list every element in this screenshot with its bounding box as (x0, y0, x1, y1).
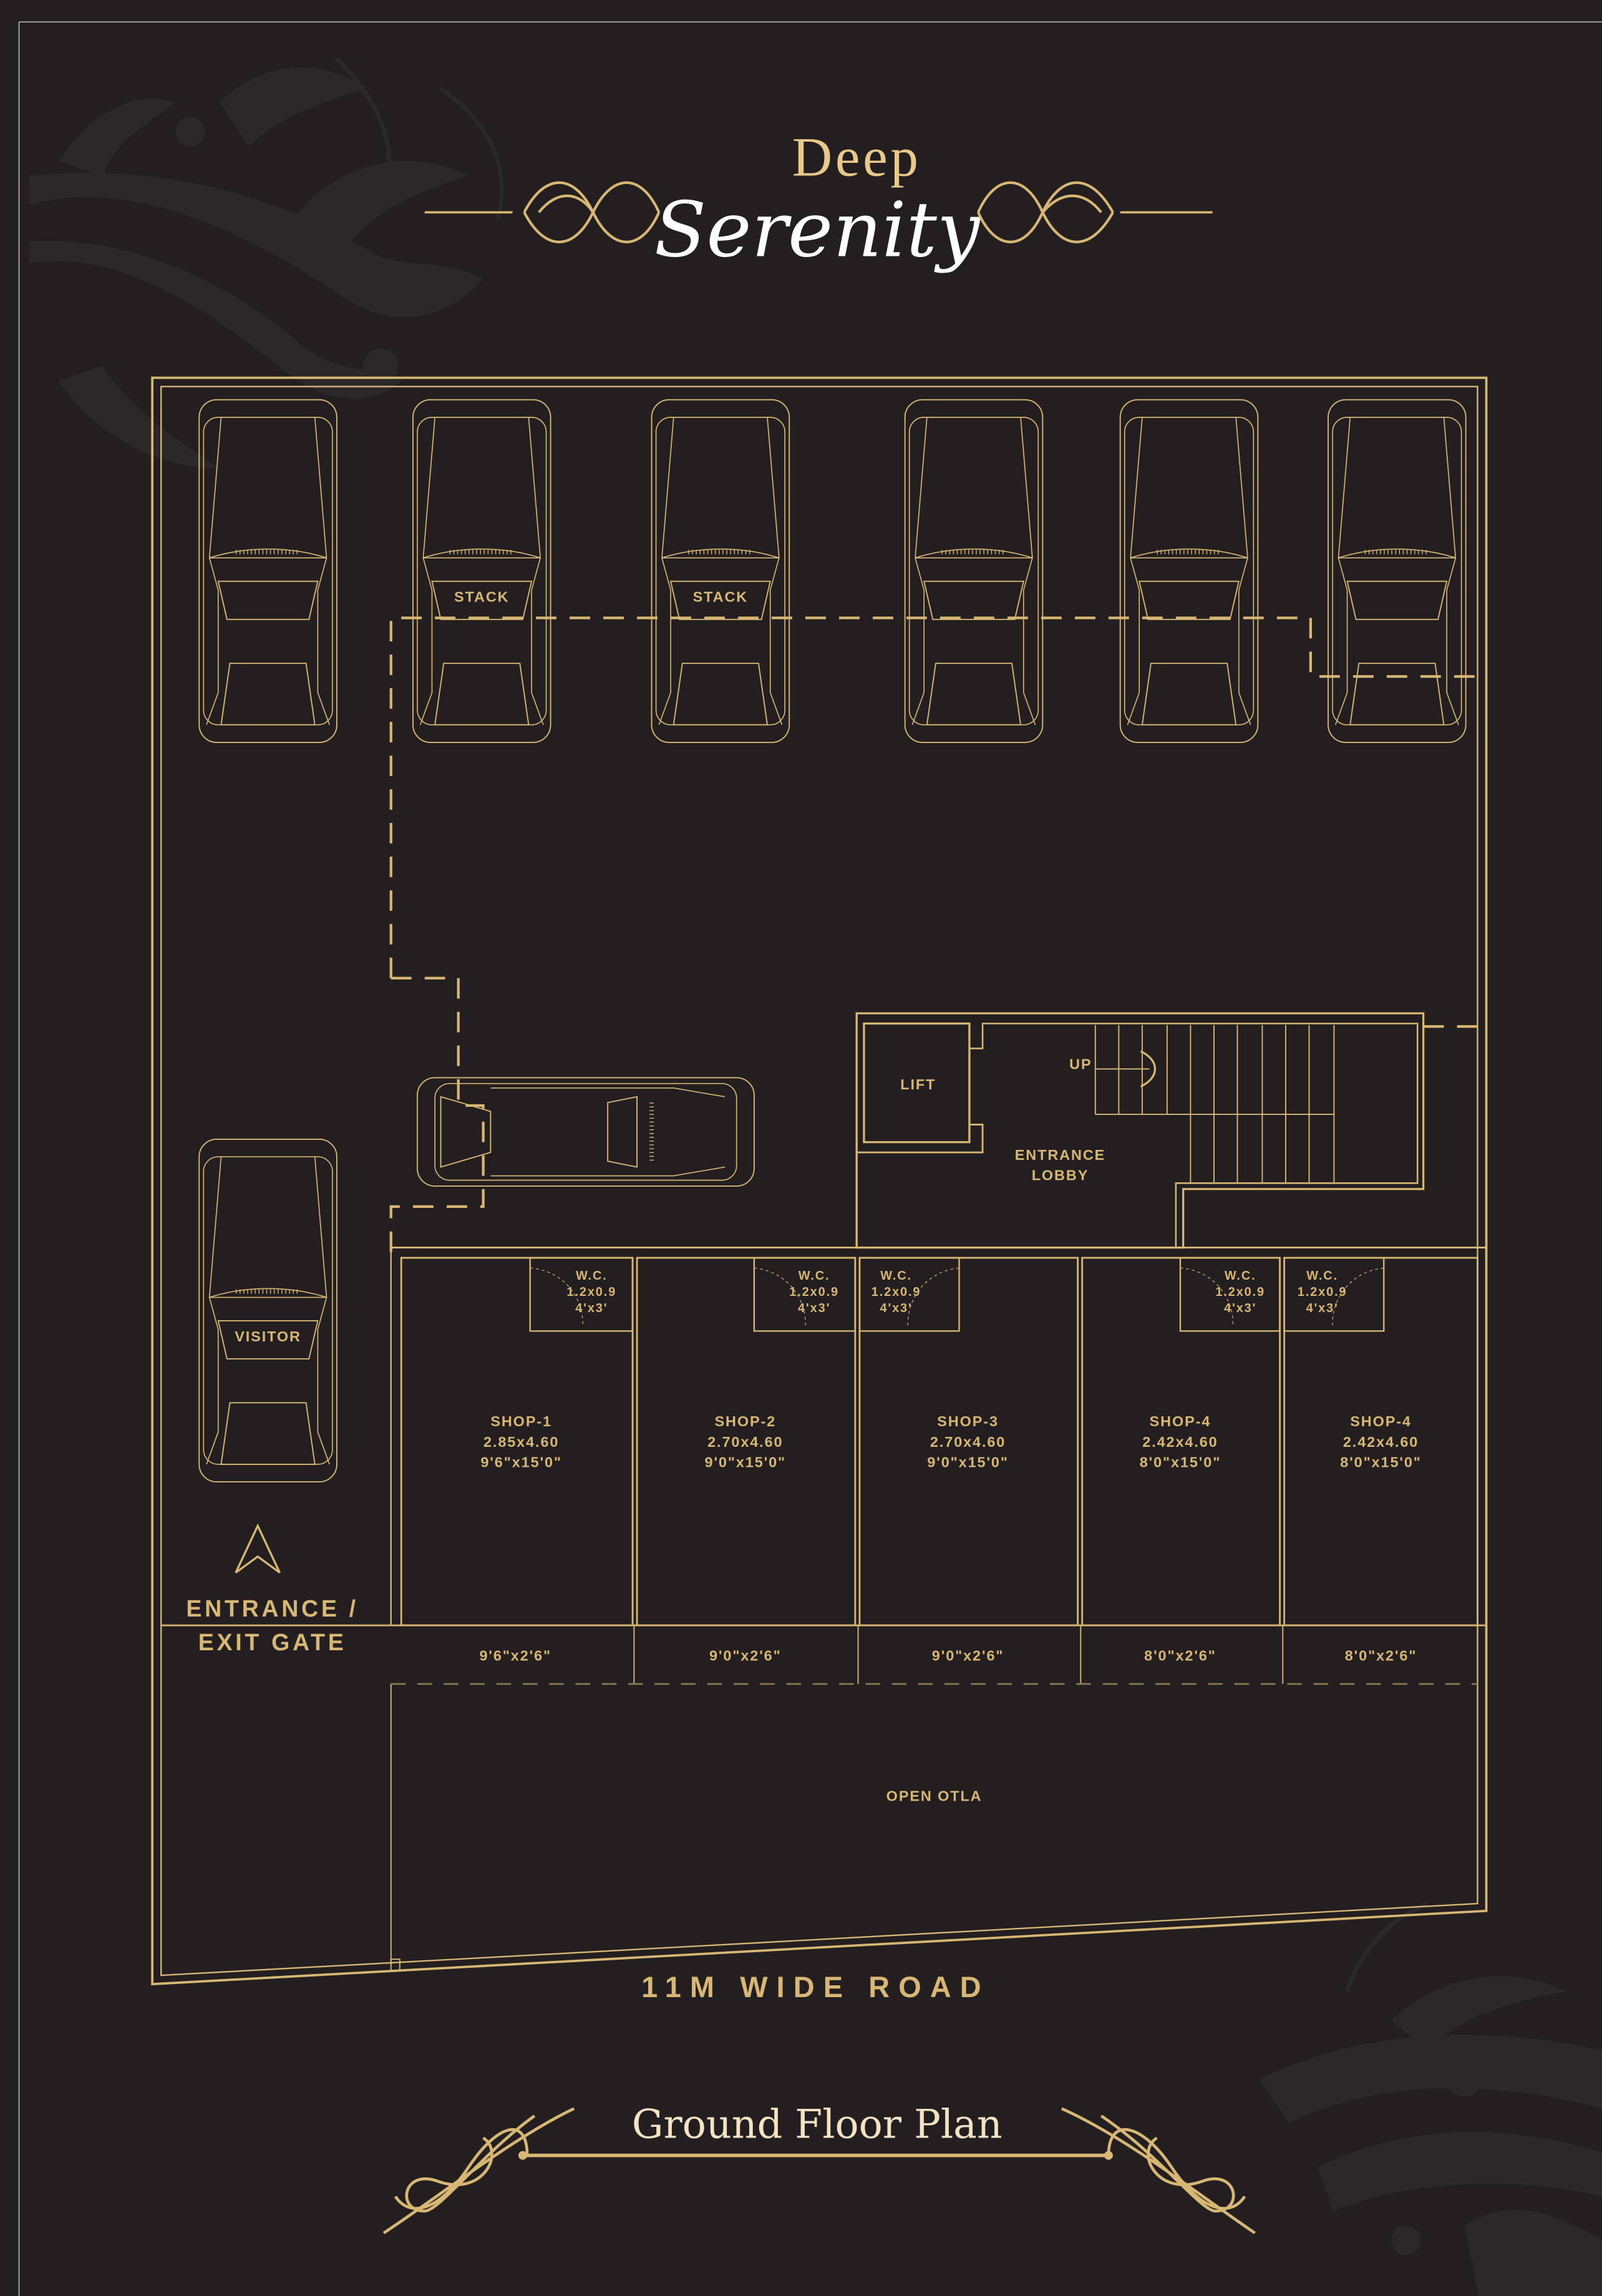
brand-title-deep: Deep (792, 127, 921, 188)
brand-header: Deep Serenity (424, 127, 1213, 275)
shop-2[interactable] (636, 1257, 857, 1627)
car-icon (1120, 400, 1258, 742)
wc-label: W.C. (1225, 1269, 1256, 1283)
car-icon (417, 1077, 754, 1186)
road-label: 11M WIDE ROAD (641, 1971, 990, 2003)
site-boundary (151, 376, 1488, 1986)
shop-metric: 2.70x4.60 (930, 1434, 1006, 1450)
wc-label: W.C. (1306, 1269, 1338, 1283)
wc-label: W.C. (576, 1269, 608, 1283)
shop-metric: 2.85x4.60 (483, 1434, 559, 1450)
wc-metric: 1.2x0.9 (871, 1285, 921, 1299)
car-icon (1328, 400, 1466, 742)
visitor-label: VISITOR (235, 1328, 301, 1345)
car-icon (905, 400, 1043, 742)
otla-dim: 8'0"x2'6" (1144, 1647, 1216, 1663)
parking-slot-3[interactable]: STACK (652, 400, 790, 742)
shop-metric: 2.42x4.60 (1343, 1434, 1419, 1450)
parking-slot-center[interactable] (417, 1077, 754, 1186)
shop-name: SHOP-2 (714, 1413, 776, 1429)
shop-imperial: 9'0"x15'0" (705, 1454, 787, 1471)
flourish-top-left-icon (29, 57, 504, 469)
ornament-bottom-left-icon (382, 2107, 575, 2235)
car-icon (413, 400, 551, 742)
otla-dim: 9'0"x2'6" (709, 1647, 782, 1663)
parking-label: STACK (693, 589, 748, 605)
parking-label: STACK (454, 589, 509, 605)
stairs-up-label: UP (1069, 1056, 1092, 1072)
otla-dim: 9'6"x2'6" (479, 1647, 551, 1663)
lift-shaft (863, 1022, 971, 1144)
wc-imperial: 4'x3' (798, 1301, 830, 1315)
ornament-right-icon (977, 181, 1114, 243)
wc-imperial: 4'x3' (575, 1301, 608, 1315)
open-otla-label: OPEN OTLA (886, 1788, 983, 1804)
ornament-bottom-right-icon (1061, 2107, 1256, 2235)
shop-labels: SHOP-1 2.85x4.60 9'6"x15'0" SHOP-2 2.70x… (480, 1413, 1422, 1471)
shop-metric: 2.42x4.60 (1142, 1434, 1218, 1450)
wc-metric: 1.2x0.9 (1298, 1285, 1347, 1299)
page-border (18, 21, 1602, 2296)
shop-4b[interactable] (1283, 1257, 1478, 1627)
entrance-exit-gate[interactable]: ENTRANCE / EXIT GATE (186, 1523, 358, 1655)
car-icon (199, 1139, 337, 1482)
brand-title-serenity: Serenity (654, 186, 981, 275)
shop-name: SHOP-3 (937, 1413, 999, 1429)
lobby-label-line2: LOBBY (1032, 1167, 1089, 1184)
wc-metric: 1.2x0.9 (566, 1285, 616, 1299)
staircase (1094, 1024, 1335, 1184)
wc-label: W.C. (880, 1269, 912, 1283)
shop-3[interactable] (858, 1257, 1079, 1627)
parking-slot-2[interactable]: STACK (413, 400, 551, 742)
shop-name: SHOP-4 (1150, 1413, 1211, 1429)
shop-imperial: 9'0"x15'0" (927, 1454, 1009, 1471)
exit-gate-label: EXIT GATE (198, 1629, 347, 1655)
plan-title: Ground Floor Plan (632, 2101, 1002, 2148)
parking-slot-5[interactable] (1120, 400, 1258, 742)
parking-slot-6[interactable] (1328, 400, 1466, 742)
wc-labels: W.C. 1.2x0.9 4'x3' W.C. 1.2x0.9 4'x3' W.… (566, 1269, 1347, 1315)
shop-name: SHOP-4 (1350, 1413, 1412, 1429)
plan-title-block: Ground Floor Plan (382, 2101, 1256, 2235)
car-icon (199, 400, 337, 742)
lift-label: LIFT (900, 1076, 936, 1092)
flourish-bottom-right-icon (1259, 1901, 1602, 2296)
shop-name: SHOP-1 (490, 1413, 552, 1429)
wc-label: W.C. (799, 1269, 830, 1283)
wc-imperial: 4'x3' (1306, 1301, 1339, 1315)
parking-slot-4[interactable] (905, 400, 1043, 742)
wc-metric: 1.2x0.9 (789, 1285, 839, 1299)
otla-dimension-row (391, 1625, 1478, 1685)
shop-1[interactable] (400, 1257, 634, 1627)
arrow-up-icon (235, 1523, 281, 1574)
wc-imperial: 4'x3' (880, 1301, 913, 1315)
otla-dim: 8'0"x2'6" (1345, 1647, 1417, 1663)
wc-imperial: 4'x3' (1224, 1301, 1256, 1315)
shop-imperial: 8'0"x15'0" (1340, 1454, 1422, 1471)
otla-labels: 9'6"x2'6" 9'0"x2'6" 9'0"x2'6" 8'0"x2'6" … (479, 1647, 1417, 1663)
entrance-label: ENTRANCE / (186, 1595, 358, 1622)
parking-slot-visitor[interactable]: VISITOR (199, 1139, 337, 1482)
shop-imperial: 8'0"x15'0" (1140, 1454, 1221, 1471)
lobby-label-line1: ENTRANCE (1015, 1147, 1105, 1163)
parking-row: STACK STACK (199, 400, 1465, 742)
core-block (855, 1012, 1425, 1249)
ornament-left-icon (523, 181, 661, 243)
wc-metric: 1.2x0.9 (1215, 1285, 1265, 1299)
shop-imperial: 9'6"x15'0" (480, 1454, 562, 1471)
shop-metric: 2.70x4.60 (707, 1434, 783, 1450)
otla-dim: 9'0"x2'6" (932, 1647, 1004, 1663)
parking-slot-1[interactable] (199, 400, 337, 742)
car-icon (652, 400, 790, 742)
dashed-setback-line (389, 616, 1478, 1257)
shop-4a[interactable] (1081, 1257, 1281, 1627)
